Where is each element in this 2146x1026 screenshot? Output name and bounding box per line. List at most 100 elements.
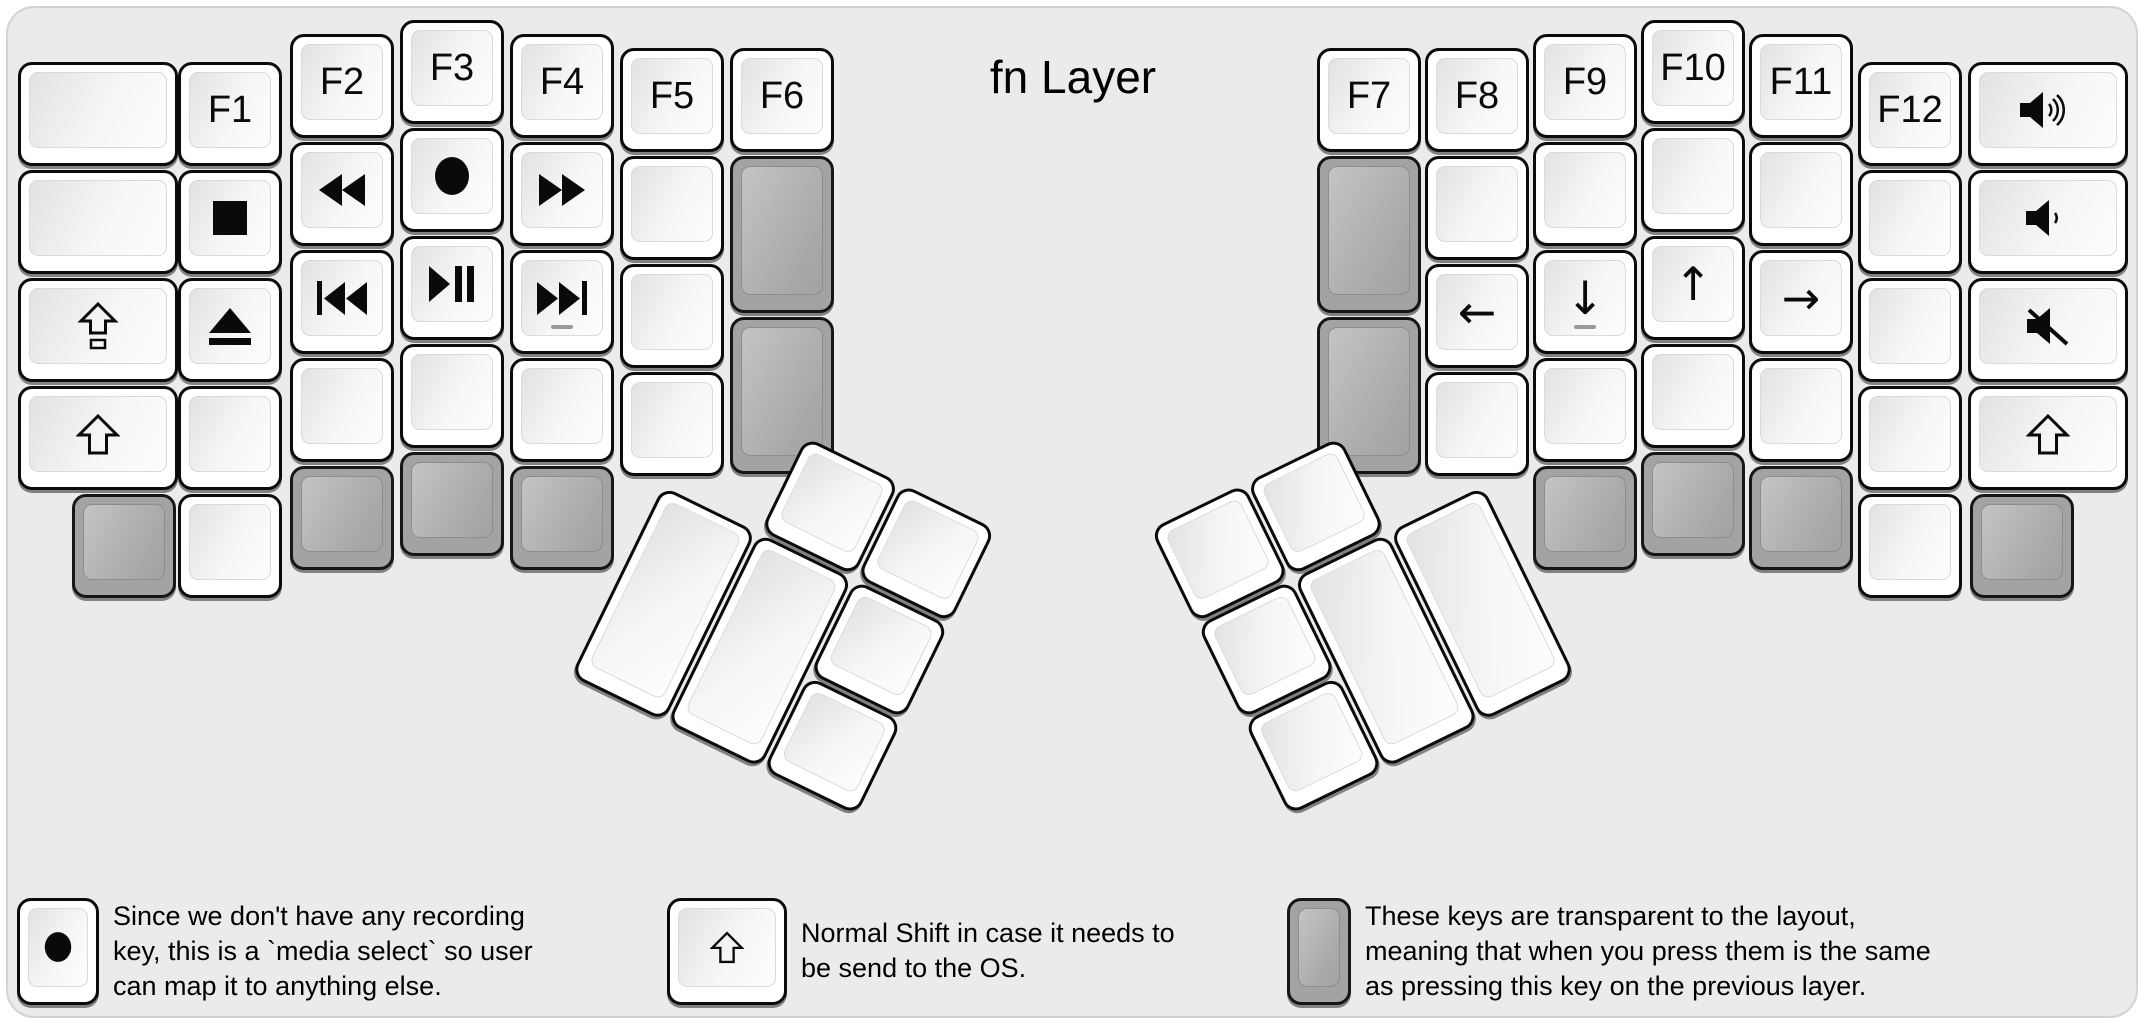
key-volume-up	[1968, 62, 2128, 166]
keycap	[631, 382, 713, 458]
keycap	[521, 260, 603, 336]
key-transparent	[510, 466, 614, 570]
key-blank	[1533, 142, 1637, 246]
legend-item-normal-shift: Normal Shift in case it needs to be send…	[667, 896, 1201, 1006]
key-record-example	[17, 897, 99, 1005]
key-volume-down	[1968, 170, 2128, 274]
keycap	[1436, 166, 1518, 242]
key-label: F6	[759, 74, 805, 117]
key-blank	[1749, 358, 1853, 462]
key-blank	[1533, 358, 1637, 462]
key-transparent	[72, 494, 176, 598]
key-shift-example	[667, 897, 787, 1005]
key-blank	[1858, 170, 1962, 274]
key-transparent	[290, 466, 394, 570]
keycap	[411, 246, 493, 322]
key-blank	[510, 358, 614, 462]
key-arrow-up: ↑	[1641, 236, 1745, 340]
key-blank	[18, 62, 178, 166]
shift-icon	[705, 927, 749, 968]
key-arrow-right: →	[1749, 250, 1853, 354]
key-arrow-down: ↓	[1533, 250, 1637, 354]
key-label: F2	[319, 60, 365, 103]
key-f10: F10	[1641, 20, 1745, 124]
keycap	[741, 166, 823, 295]
key-blank	[178, 494, 282, 598]
legend-key-shift	[667, 897, 787, 1005]
keycap: ←	[1436, 274, 1518, 350]
keycap	[1979, 396, 2117, 472]
key-label: F11	[1769, 60, 1833, 103]
keycap	[631, 274, 713, 350]
keycap	[411, 354, 493, 430]
key-f5: F5	[620, 48, 724, 152]
key-label: F7	[1346, 74, 1392, 117]
keycap	[1869, 396, 1951, 472]
keycap	[29, 396, 167, 472]
key-f3: F3	[400, 20, 504, 124]
key-label: ←	[1457, 285, 1497, 339]
keycap	[1328, 166, 1410, 295]
keycap: F2	[301, 44, 383, 120]
keycap	[28, 907, 88, 987]
keycap	[1869, 504, 1951, 580]
keycap: F6	[741, 58, 823, 134]
shift-icon	[2026, 413, 2070, 455]
keycap: →	[1760, 260, 1842, 336]
keycap: F5	[631, 58, 713, 134]
key-label: ↓	[1565, 271, 1605, 325]
key-blank	[290, 358, 394, 462]
record-icon	[433, 156, 471, 196]
next-icon	[537, 281, 587, 315]
key-next-track	[510, 250, 614, 354]
key-label: F4	[539, 60, 585, 103]
legend-item-media-select: Since we don't have any recording key, t…	[17, 896, 545, 1006]
vol-down-icon	[2026, 198, 2070, 238]
key-transparent	[730, 317, 834, 474]
key-label: F12	[1877, 88, 1943, 131]
key-label: F5	[649, 74, 695, 117]
keycap	[741, 327, 823, 456]
key-label: F10	[1660, 46, 1726, 89]
ffwd-icon	[539, 174, 585, 206]
key-play-pause	[400, 236, 504, 340]
play-pause-icon	[429, 266, 475, 302]
vol-up-icon	[2020, 90, 2076, 130]
key-transparent	[400, 452, 504, 556]
keycap	[521, 368, 603, 444]
keycap: ↓	[1544, 260, 1626, 336]
keycap: F1	[189, 72, 271, 148]
keycap	[1260, 450, 1368, 555]
keycap	[1760, 476, 1842, 552]
keycap	[1328, 327, 1410, 456]
key-blank	[1858, 386, 1962, 490]
keycap	[1652, 354, 1734, 430]
keycap	[1979, 72, 2117, 148]
key-stop	[178, 170, 282, 274]
keycap	[1544, 476, 1626, 552]
keycap: F7	[1328, 58, 1410, 134]
keycap	[29, 288, 167, 364]
key-blank	[1641, 128, 1745, 232]
key-blank	[620, 264, 724, 368]
key-record	[400, 128, 504, 232]
key-transparent	[1533, 466, 1637, 570]
key-label: ↑	[1673, 257, 1713, 311]
keycap: F9	[1544, 44, 1626, 120]
key-label: F8	[1454, 74, 1500, 117]
keycap	[29, 72, 167, 148]
key-blank	[620, 156, 724, 260]
keycap: F3	[411, 30, 493, 106]
keycap	[301, 152, 383, 228]
key-blank	[1858, 278, 1962, 382]
keycap	[780, 689, 888, 795]
keycap: F12	[1869, 72, 1951, 148]
key-eject	[178, 278, 282, 382]
keycap	[1211, 593, 1319, 699]
key-label: F3	[429, 46, 475, 89]
keycap	[1869, 180, 1951, 256]
key-blank	[1641, 344, 1745, 448]
legend-text-normal-shift: Normal Shift in case it needs to be send…	[801, 918, 1175, 983]
prev-icon	[317, 281, 367, 315]
